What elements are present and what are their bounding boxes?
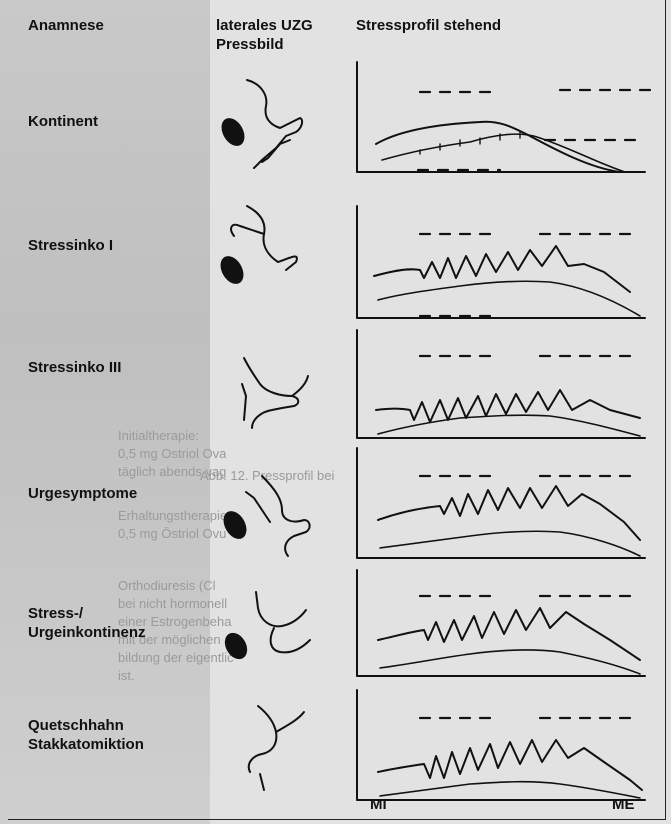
stress-profile-stressinko-3 [357,330,645,438]
stress-profile-stress-urgeinkontinenz [357,570,645,676]
uzg-bladder-stressinko-3 [242,358,308,428]
uzg-symphysis-stressinko-1 [216,252,248,288]
axis-label-mi: MI [370,796,387,813]
uzg-symphysis-stress-urgeinkontinenz [220,629,251,663]
uzg-bladder-stress-urgeinkontinenz [256,592,310,652]
stress-profile-kontinent [357,62,660,172]
uzg-bladder-stressinko-1 [231,206,297,270]
uzg-symphysis-kontinent [217,114,249,150]
uzg-symphysis-urgesymptome [219,507,251,543]
uzg-bladder-quetschhahn [249,706,304,790]
stress-profile-stressinko-1 [357,206,645,318]
uzg-bladder-kontinent [247,80,302,168]
stress-profile-urgesymptome [357,448,645,558]
axis-label-me: ME [612,796,635,813]
stress-profile-quetschhahn [357,690,645,800]
uzg-bladder-urgesymptome [246,476,310,556]
